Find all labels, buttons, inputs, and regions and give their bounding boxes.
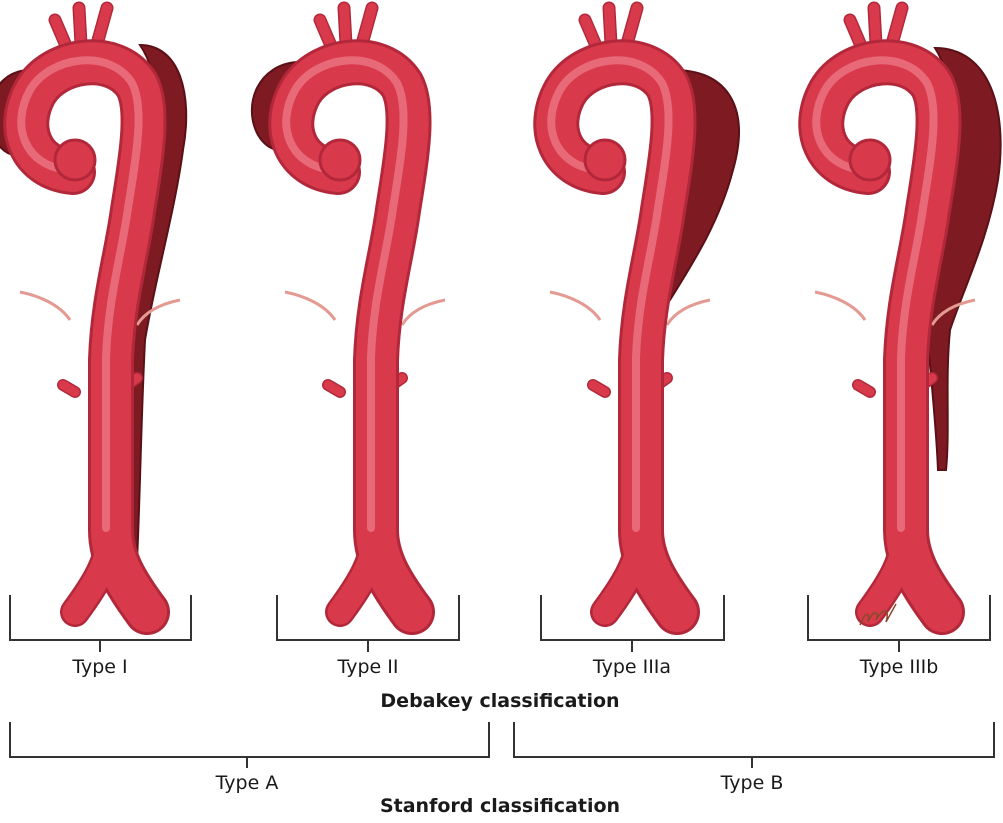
debakey-classification-title: Debakey classification	[300, 690, 700, 712]
bracket-type-a	[10, 722, 489, 768]
label-type-ii: Type II	[308, 656, 428, 678]
aorta-type-ii-illustration	[252, 8, 445, 612]
aorta-type-i-illustration	[0, 8, 186, 612]
aorta-type-iiia-illustration	[550, 8, 739, 612]
bracket-type-b	[514, 722, 994, 768]
aorta-type-iiib-illustration	[815, 8, 1001, 612]
label-type-b: Type B	[692, 772, 812, 794]
label-type-iiib: Type IIIb	[829, 656, 969, 678]
label-type-a: Type A	[187, 772, 307, 794]
label-type-i: Type I	[40, 656, 160, 678]
label-type-iiia: Type IIIa	[562, 656, 702, 678]
stanford-classification-title: Stanford classification	[300, 795, 700, 817]
